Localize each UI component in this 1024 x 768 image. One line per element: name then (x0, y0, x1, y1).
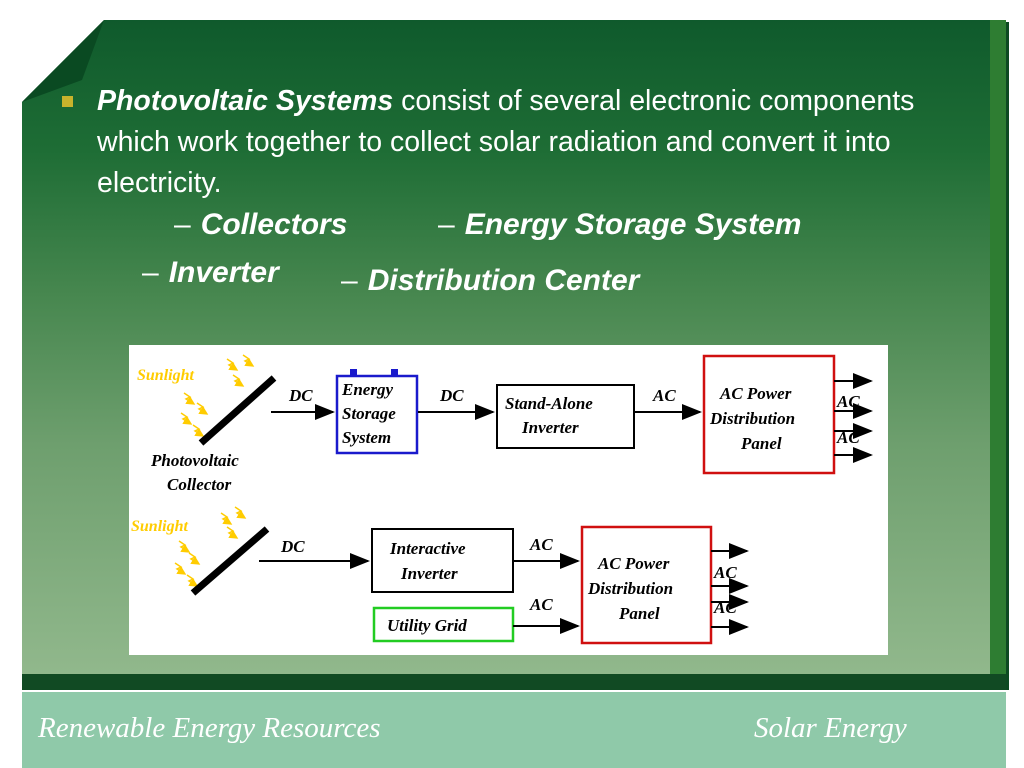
dc-label-1: DC (288, 386, 313, 405)
subitem-label: Inverter (168, 256, 279, 289)
pv-collector-panel-top (198, 375, 277, 446)
output-arrows-top (834, 373, 873, 463)
ac-out-bottom-label-2: AC (713, 598, 737, 617)
dash-marker: – (142, 256, 159, 289)
battery-terminal-right (391, 369, 398, 376)
dash-marker: – (438, 208, 455, 241)
right-accent-bar (990, 20, 1006, 690)
sunlight-label-top: Sunlight (137, 367, 194, 384)
panel-label-2: Distribution (709, 409, 795, 428)
subitem-distribution-center: –Distribution Center (341, 264, 639, 298)
page-fold-flap (22, 20, 104, 102)
interactive-label-2: Inverter (400, 564, 458, 583)
right-accent-edge (1006, 22, 1009, 690)
battery-terminal-left (350, 369, 357, 376)
utility-grid-label: Utility Grid (387, 616, 467, 635)
storage-label-3: System (342, 428, 391, 447)
subitem-energy-storage: –Energy Storage System (438, 208, 801, 242)
sun-rays-top (180, 354, 255, 437)
output-arrows-bottom (711, 543, 749, 635)
slide-footer: Renewable Energy Resources Solar Energy (22, 692, 1006, 768)
energy-storage-box (335, 374, 419, 455)
stand-alone-inverter-box (496, 384, 635, 449)
panel-label-1: AC Power (719, 384, 792, 403)
pv-collector-panel-bottom (190, 526, 270, 596)
ac-out-bottom-label-1: AC (713, 563, 737, 582)
ac-label-bottom-2: AC (529, 595, 553, 614)
collector-label-1: Photovoltaic (150, 451, 239, 470)
ac-label-bottom-1: AC (529, 535, 553, 554)
footer-course-title: Renewable Energy Resources (38, 712, 381, 744)
square-bullet-icon (62, 96, 73, 107)
emphasis-term: Photovoltaic Systems (97, 85, 394, 117)
collector-label-2: Collector (167, 475, 232, 494)
subitem-collectors: –Collectors (174, 208, 347, 242)
dash-marker: – (174, 208, 191, 241)
inverter-label-2: Inverter (521, 418, 579, 437)
panel-bottom-label-3: Panel (618, 604, 660, 623)
inverter-label-1: Stand-Alone (505, 394, 593, 413)
ac-label-top: AC (652, 386, 676, 405)
ac-out-label-2: AC (836, 428, 860, 447)
dc-label-2: DC (439, 386, 464, 405)
subitem-label: Distribution Center (367, 264, 640, 297)
distribution-panel-top (702, 354, 836, 475)
paragraph-text: consist of several electronic components… (97, 85, 915, 199)
storage-label-2: Storage (342, 404, 396, 423)
dash-marker: – (341, 264, 358, 297)
subitem-label: Energy Storage System (464, 208, 802, 241)
footer-topic: Solar Energy (754, 712, 907, 744)
sunlight-label-bottom: Sunlight (131, 518, 188, 535)
sun-rays-bottom (174, 506, 247, 587)
panel-bottom-label-1: AC Power (597, 554, 670, 573)
panel-bottom-label-2: Distribution (587, 579, 673, 598)
utility-grid-box (372, 606, 515, 643)
dc-label-bottom: DC (280, 537, 305, 556)
subitem-label: Collectors (200, 208, 348, 241)
pv-system-diagram: Sunlight Photovoltaic Collector DC Energ… (129, 345, 888, 655)
intro-paragraph: Photovoltaic Systems consist of several … (97, 81, 982, 204)
subitem-inverter: –Inverter (142, 256, 279, 290)
interactive-inverter-box (371, 528, 514, 593)
storage-label-1: Energy (341, 380, 393, 399)
ac-out-label-1: AC (836, 392, 860, 411)
bottom-accent-bar (22, 674, 1006, 690)
panel-label-3: Panel (740, 434, 782, 453)
interactive-label-1: Interactive (389, 539, 466, 558)
